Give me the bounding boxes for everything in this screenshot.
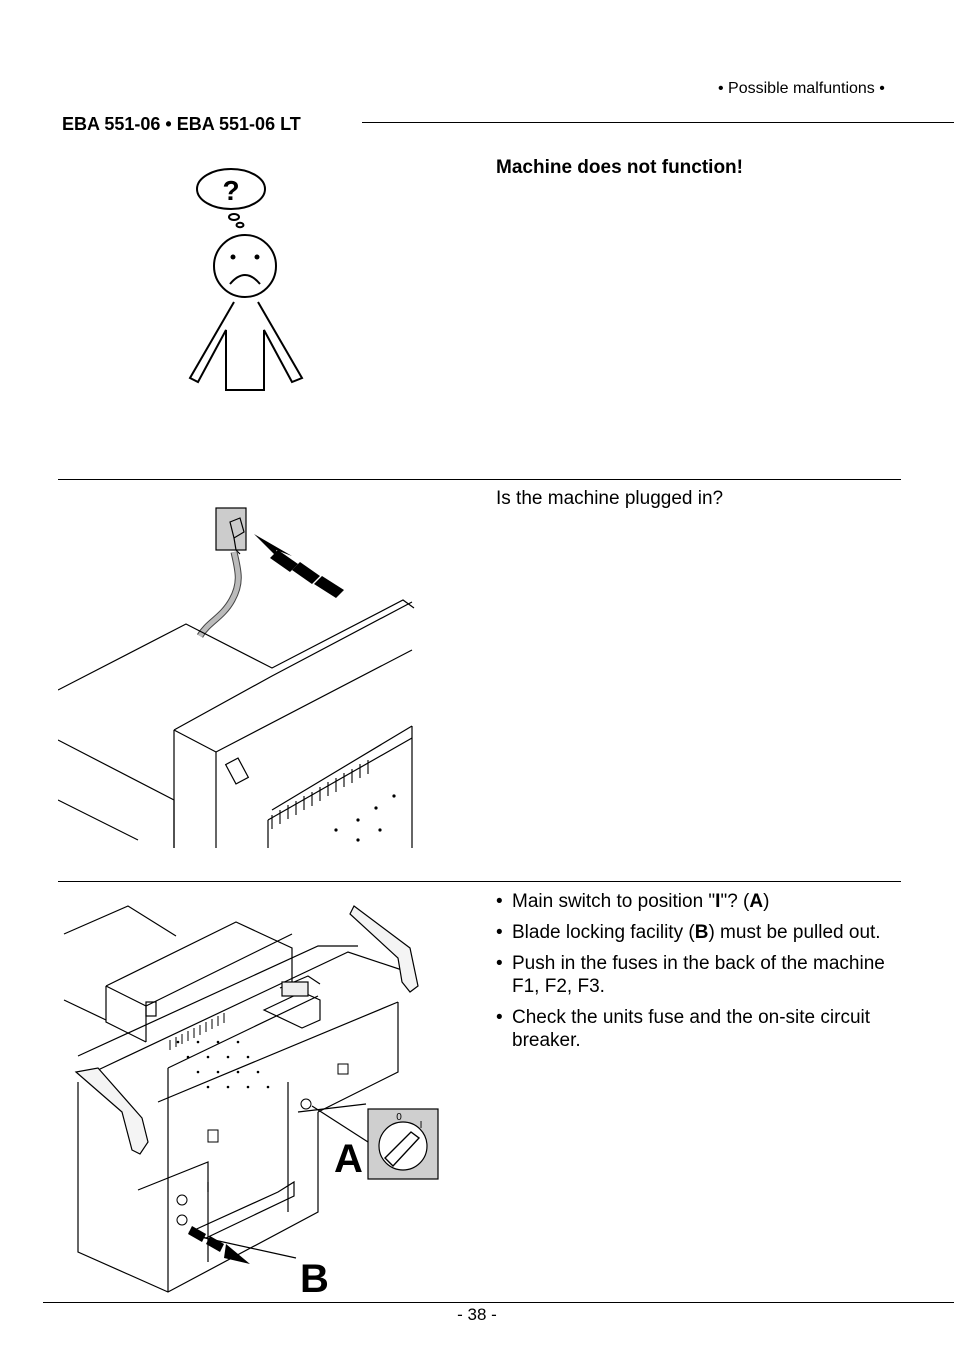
malfunction-heading: Machine does not function!	[496, 157, 743, 178]
plug-illustration	[58, 507, 415, 848]
model-title: EBA 551-06 • EBA 551-06 LT	[62, 114, 301, 134]
section-label: • Possible malfuntions •	[718, 80, 885, 97]
thought-question-mark: ?	[222, 175, 239, 206]
check-list: •Main switch to position "I"? (A) •Blade…	[496, 890, 906, 1060]
footer-rule	[43, 1302, 954, 1303]
list-item: •Main switch to position "I"? (A)	[496, 891, 770, 912]
callout-b-label: B	[300, 1257, 329, 1300]
machine-illustration: A B	[63, 905, 419, 1300]
sad-person-illustration: ?	[188, 168, 304, 391]
list-item: •Blade locking facility (B) must be pull…	[496, 922, 881, 943]
section-rule-2	[58, 881, 901, 882]
main-switch-icon: 0 I	[367, 1108, 439, 1180]
plugged-in-question: Is the machine plugged in?	[496, 488, 724, 509]
list-item: •Check the units fuse and the on-site ci…	[496, 1007, 871, 1051]
section-rule-1	[58, 479, 901, 480]
switch-on-label: I	[420, 1120, 423, 1131]
header-rule	[362, 122, 954, 123]
list-item: •Push in the fuses in the back of the ma…	[496, 953, 885, 997]
callout-a-label: A	[334, 1137, 363, 1181]
switch-off-label: 0	[396, 1112, 402, 1123]
page-number: - 38 -	[457, 1305, 497, 1324]
